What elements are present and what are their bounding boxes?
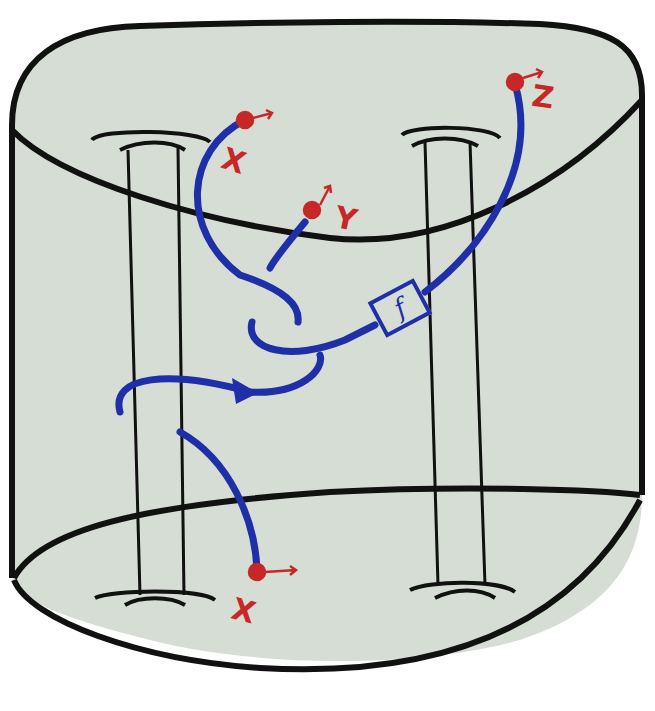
coupon-label: f	[390, 294, 411, 321]
object-label: Z	[530, 81, 556, 114]
